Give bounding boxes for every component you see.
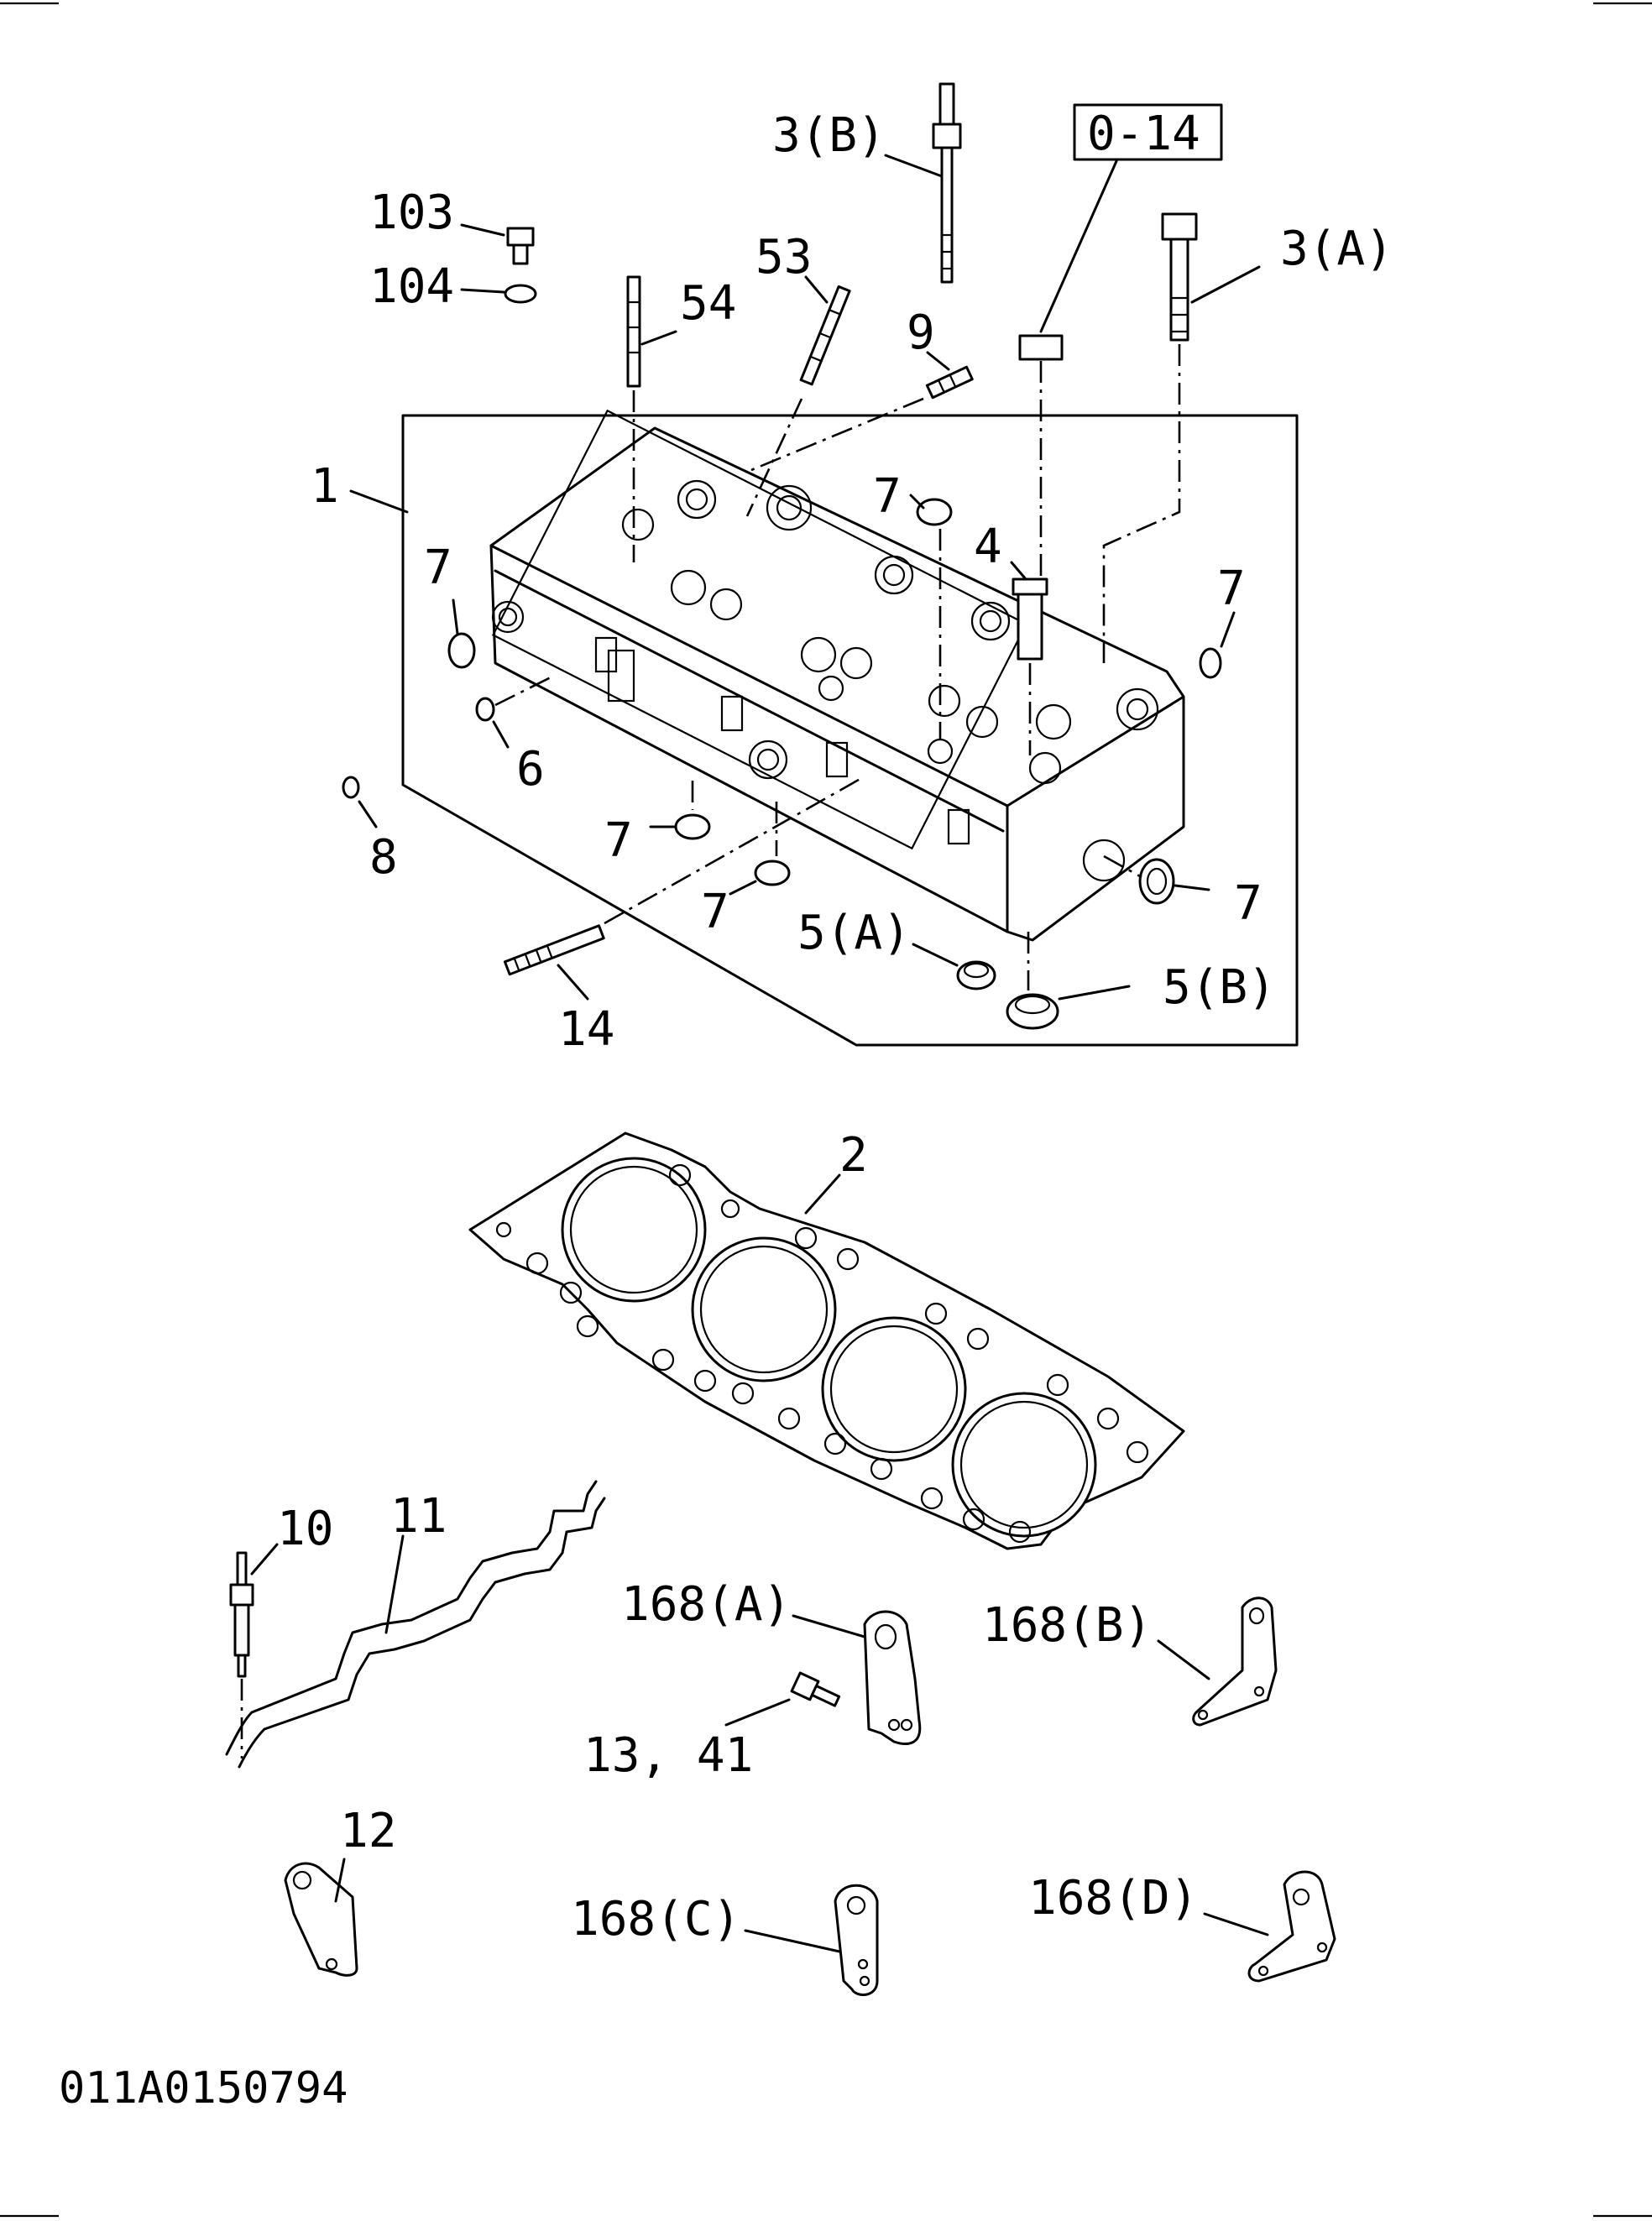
part-7-plug-side xyxy=(1138,858,1175,905)
part-8-pin xyxy=(342,776,360,799)
part-53-stud xyxy=(799,285,851,386)
part-13-41-bolt xyxy=(790,1671,841,1707)
part-7-plug-right xyxy=(1199,647,1222,679)
part-11-connector xyxy=(225,1480,606,1769)
label-53: 53 xyxy=(755,230,812,285)
part-2-head-gasket xyxy=(468,1131,1185,1550)
label-7-top: 7 xyxy=(873,469,902,524)
cylinder-head xyxy=(489,409,1185,942)
cylinder-head-group-box xyxy=(401,414,1299,1047)
label-3b: 3(B) xyxy=(772,108,886,163)
label-168d: 168(D) xyxy=(1028,1871,1198,1926)
label-5b: 5(B) xyxy=(1163,960,1276,1015)
part-104-washer xyxy=(504,284,537,304)
label-ref-box: 0-14 xyxy=(1087,107,1200,161)
part-0-14-cap xyxy=(1018,334,1064,361)
label-7-bottom: 7 xyxy=(701,885,729,939)
part-103-bolt xyxy=(506,227,535,265)
ref-box xyxy=(1073,103,1223,161)
label-5a: 5(A) xyxy=(797,906,911,960)
catalog-code: 011A0150794 xyxy=(59,2063,348,2114)
label-168c: 168(C) xyxy=(571,1892,740,1947)
part-4-guide xyxy=(1012,577,1048,661)
part-7-plug-left xyxy=(447,632,476,669)
part-12-bracket xyxy=(284,1862,358,1977)
label-4: 4 xyxy=(974,520,1002,574)
label-12: 12 xyxy=(340,1804,396,1858)
label-168b: 168(B) xyxy=(982,1598,1152,1653)
part-54-stud xyxy=(626,275,641,388)
label-54: 54 xyxy=(680,276,736,331)
label-1: 1 xyxy=(311,459,339,514)
label-6: 6 xyxy=(516,742,545,797)
label-7-left: 7 xyxy=(424,541,452,595)
label-7-side: 7 xyxy=(1234,876,1263,931)
part-7-plug-bottom xyxy=(754,860,791,886)
part-9-stud xyxy=(925,365,974,400)
label-8: 8 xyxy=(369,830,398,885)
part-5b-seal xyxy=(1006,993,1059,1030)
part-168b-bracket xyxy=(1192,1597,1278,1727)
label-13-41: 13, 41 xyxy=(583,1728,753,1783)
label-9: 9 xyxy=(907,306,935,360)
part-7-plug-front xyxy=(674,813,711,840)
part-3a-bolt xyxy=(1161,212,1198,342)
part-7-plug-top xyxy=(916,498,953,526)
label-7-right: 7 xyxy=(1217,562,1246,616)
part-168d-bracket xyxy=(1247,1870,1336,1983)
label-7-front: 7 xyxy=(604,813,633,868)
label-103: 103 xyxy=(369,186,454,240)
part-168c-bracket xyxy=(834,1884,879,1997)
label-11: 11 xyxy=(390,1489,447,1544)
part-168a-bracket xyxy=(863,1610,922,1745)
part-10-glow-plug xyxy=(229,1551,254,1678)
label-168a: 168(A) xyxy=(621,1577,791,1632)
label-104: 104 xyxy=(369,259,454,314)
part-5a-seal xyxy=(956,960,996,990)
label-3a: 3(A) xyxy=(1280,222,1393,276)
label-2: 2 xyxy=(839,1128,868,1183)
part-3b-stud xyxy=(932,82,962,284)
part-6-pin xyxy=(475,697,495,722)
label-14: 14 xyxy=(558,1002,614,1057)
part-14-stud xyxy=(503,924,605,976)
label-10: 10 xyxy=(277,1502,333,1556)
